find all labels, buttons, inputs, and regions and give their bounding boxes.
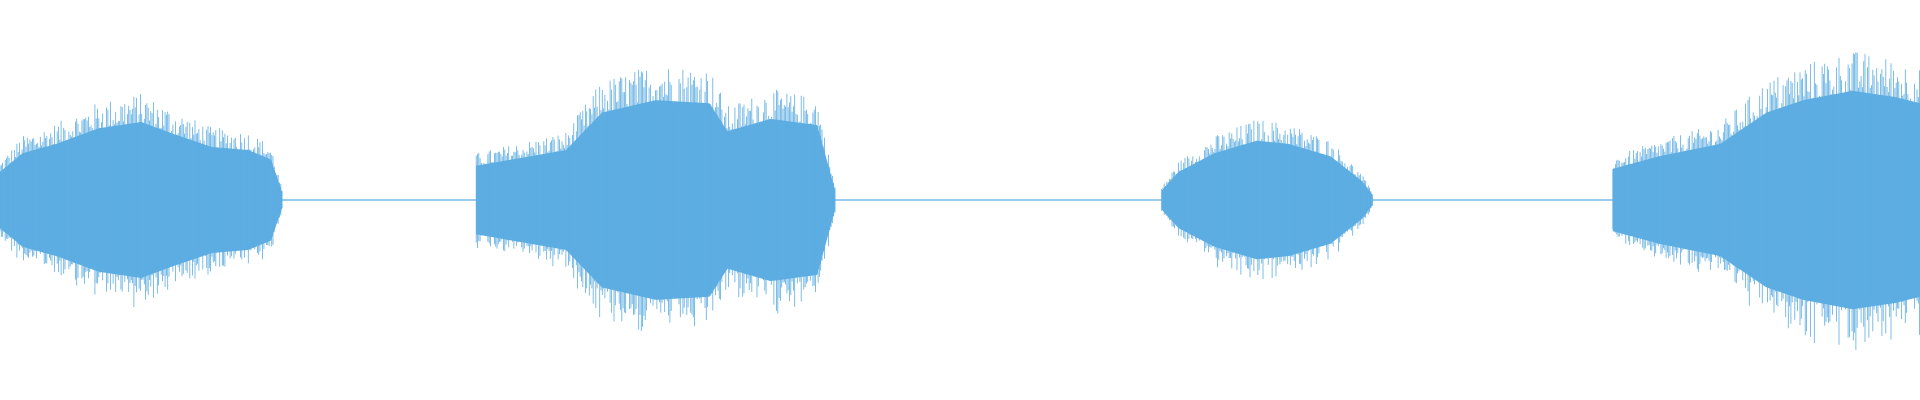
- waveform-segment-1: [0, 94, 283, 307]
- waveform-segment-4: [1612, 52, 1920, 350]
- waveform-segment-3: [1161, 120, 1373, 280]
- waveform-body: [0, 122, 283, 278]
- waveform-segment-2: [475, 69, 836, 331]
- waveform-segments: [0, 52, 1920, 350]
